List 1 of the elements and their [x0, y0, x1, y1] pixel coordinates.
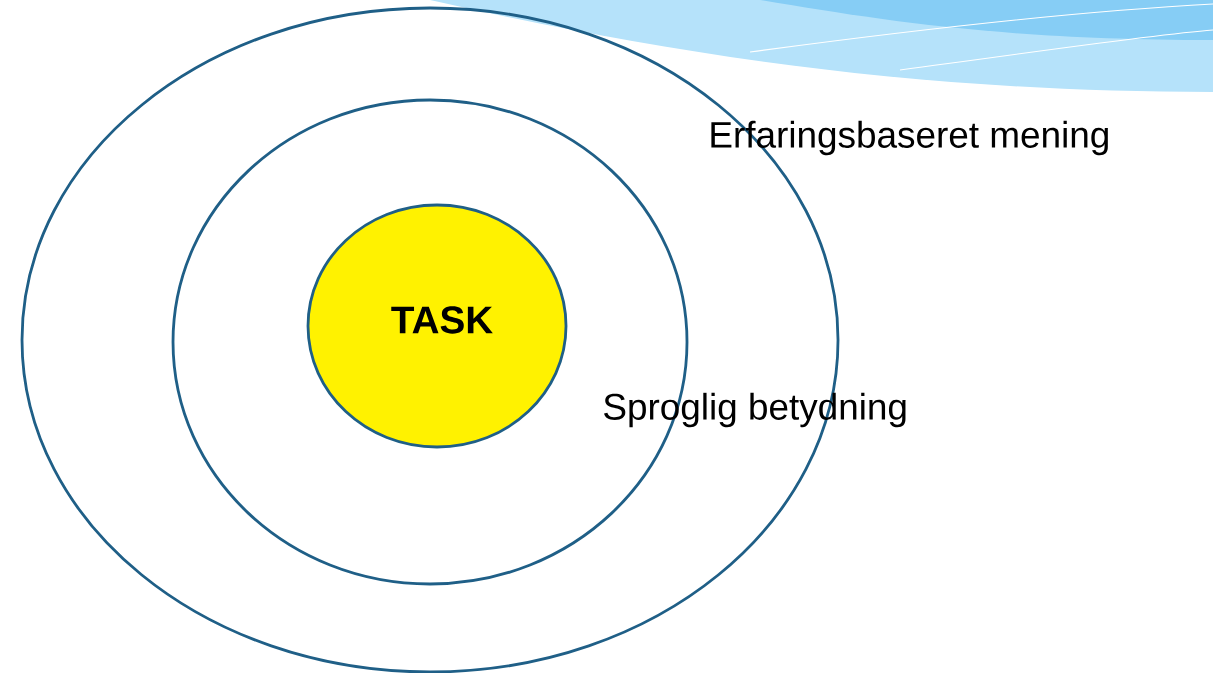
center-label: TASK: [391, 306, 493, 334]
